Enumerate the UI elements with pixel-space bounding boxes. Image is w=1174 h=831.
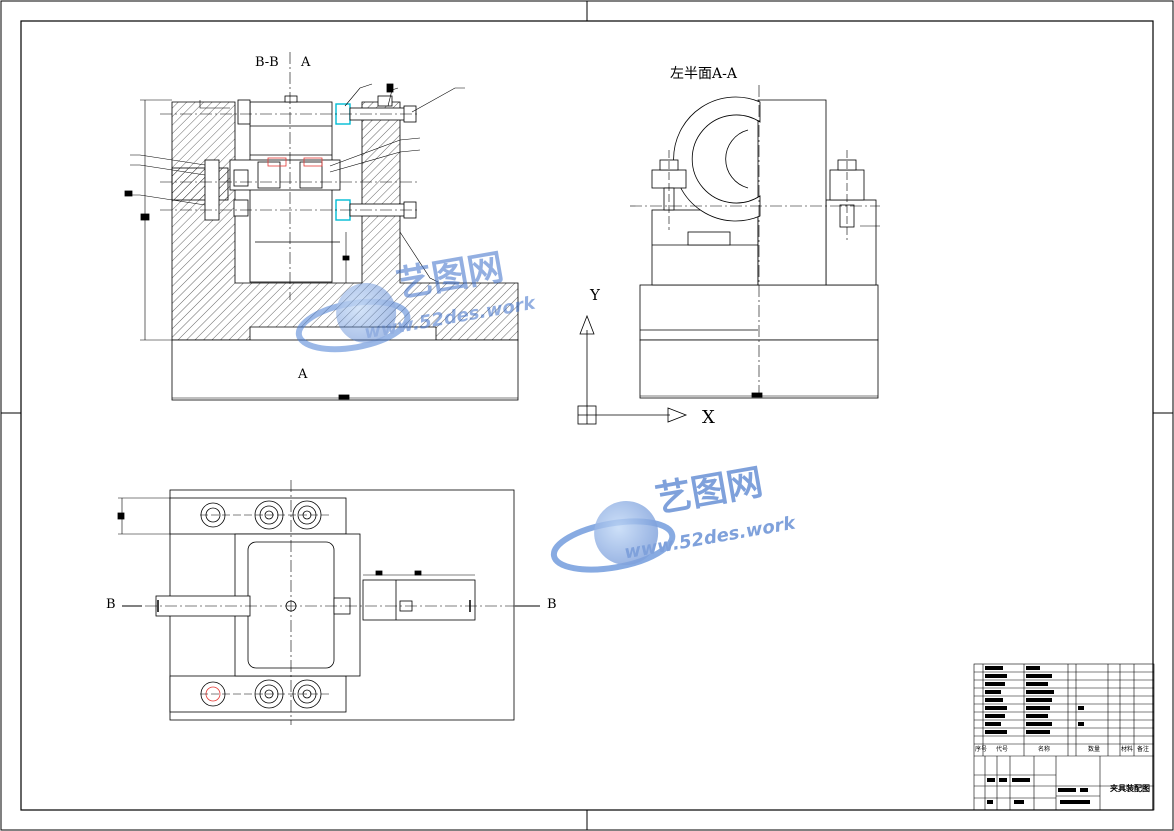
drawing-name: 夹具装配图 xyxy=(1110,783,1150,793)
left-half-view-label: 左半面A-A xyxy=(670,66,738,82)
title-block xyxy=(973,663,1155,811)
coordinate-axes xyxy=(577,314,688,425)
title-block-headers: 序号 代号 名称 数量 材料 备注 xyxy=(975,745,1149,753)
section-b-left-label: B xyxy=(106,597,116,612)
section-a-bottom-label: A xyxy=(297,367,308,382)
top-view xyxy=(117,480,540,725)
axis-y-label: Y xyxy=(589,286,601,304)
section-bb-label: B-B xyxy=(255,55,279,70)
col-no-header: 序号 xyxy=(975,745,987,753)
col-note-header: 备注 xyxy=(1137,745,1149,753)
axis-x-label: X xyxy=(702,407,715,428)
col-mat-header: 材料 xyxy=(1121,745,1133,753)
col-name-header: 名称 xyxy=(1038,745,1050,753)
parts-list-grid xyxy=(974,664,1154,757)
section-b-right-label: B xyxy=(547,597,557,612)
col-code-header: 代号 xyxy=(996,745,1008,753)
left-half-view xyxy=(630,85,880,400)
watermark-2: 艺图网 www.52des.work xyxy=(550,462,798,573)
watermark-brand-2: 艺图网 xyxy=(652,462,765,521)
section-a-top-label: A xyxy=(300,55,311,70)
col-qty-header: 数量 xyxy=(1088,745,1100,753)
